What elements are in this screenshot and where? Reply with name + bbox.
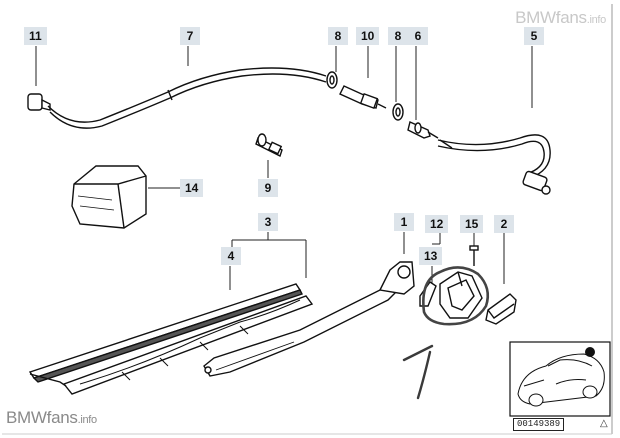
reference-mark: △ xyxy=(600,418,608,429)
callout-6: 6 xyxy=(408,27,428,45)
part-5-hose xyxy=(437,134,551,195)
part-12-cover xyxy=(439,271,483,319)
watermark-bottom: BMWfans.info xyxy=(6,408,97,428)
part-7-hose xyxy=(47,67,327,129)
watermark-top-main: BMWfans xyxy=(515,8,587,27)
watermark-bottom-main: BMWfans xyxy=(6,408,78,427)
part-10-check-valve xyxy=(339,85,387,109)
callout-3: 3 xyxy=(258,213,278,231)
callout-2: 2 xyxy=(494,215,514,233)
callout-9: 9 xyxy=(258,179,278,197)
part-8-clip-b xyxy=(392,103,404,121)
part-2-cap xyxy=(485,293,517,325)
car-inset xyxy=(509,341,611,417)
annotation-arrow xyxy=(402,344,434,400)
callout-1: 1 xyxy=(394,213,414,231)
diagram-id: 00149389 xyxy=(513,418,565,431)
callout-8a: 8 xyxy=(328,27,348,45)
part-3-wiper-arm xyxy=(203,261,415,377)
part-11-nozzle xyxy=(27,93,51,111)
callout-8b: 8 xyxy=(388,27,408,45)
callout-4: 4 xyxy=(221,247,241,265)
car-silhouette xyxy=(517,353,605,407)
callout-12: 12 xyxy=(425,215,449,233)
part-14-foam-pad xyxy=(71,165,147,229)
part-6-connector xyxy=(407,121,439,139)
callout-14: 14 xyxy=(180,179,204,197)
callout-10: 10 xyxy=(356,27,380,45)
watermark-top: BMWfans.info xyxy=(515,8,606,28)
part-8-clip-a xyxy=(326,71,338,89)
callout-7: 7 xyxy=(180,27,200,45)
callout-11: 11 xyxy=(24,27,47,45)
watermark-bottom-suffix: .info xyxy=(77,414,98,426)
highlight-outline xyxy=(422,266,490,326)
callout-5: 5 xyxy=(524,27,544,45)
location-dot xyxy=(585,347,595,357)
part-9-connector xyxy=(255,133,283,157)
watermark-top-suffix: .info xyxy=(586,14,607,26)
callout-15: 15 xyxy=(460,215,484,233)
callout-13: 13 xyxy=(419,247,443,265)
part-4-wiper-blade xyxy=(28,283,314,395)
part-15-screw xyxy=(469,245,479,266)
